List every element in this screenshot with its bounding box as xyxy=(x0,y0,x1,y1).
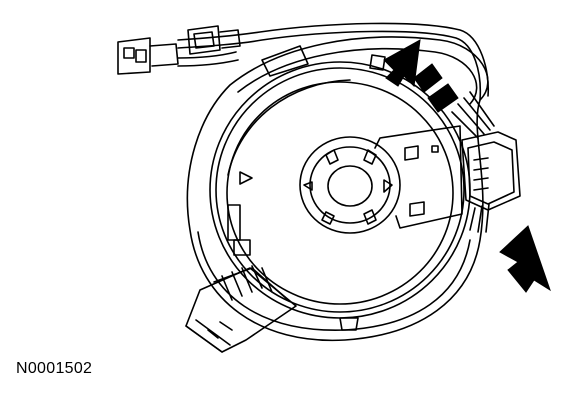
direction-arrows xyxy=(383,39,551,293)
arrow-icon-2 xyxy=(499,225,551,293)
wire-harness xyxy=(177,22,490,101)
lower-connector xyxy=(185,265,297,353)
arrow-dash-icon-2 xyxy=(427,83,459,113)
right-connector xyxy=(451,91,521,233)
rim-tabs xyxy=(227,45,386,331)
arrow-icon-1 xyxy=(383,39,421,88)
harness-connector xyxy=(117,25,241,75)
figure-id-label: N0001502 xyxy=(16,360,93,377)
arrow-dash-icon-1 xyxy=(413,63,443,93)
center-hub xyxy=(299,136,401,234)
mounting-plate xyxy=(374,125,463,229)
alignment-arrow-icon xyxy=(239,171,253,185)
